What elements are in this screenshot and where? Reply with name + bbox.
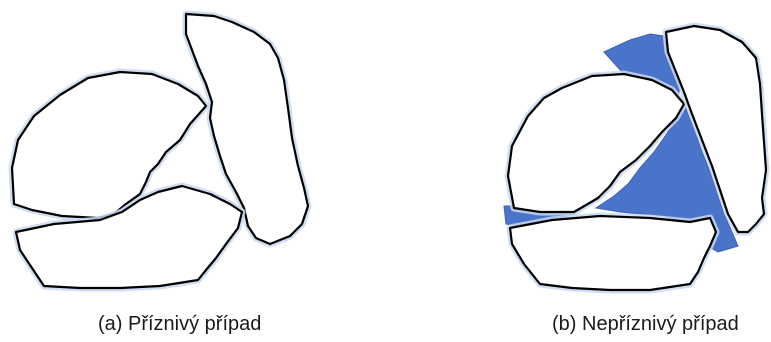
caption-a: (a) Příznivý případ (98, 313, 261, 336)
panel-b-rock-bottom (510, 216, 716, 290)
panel-b-illustration (504, 26, 766, 290)
panel-a-illustration (12, 14, 308, 288)
caption-b: (b) Nepříznivý případ (552, 313, 739, 336)
